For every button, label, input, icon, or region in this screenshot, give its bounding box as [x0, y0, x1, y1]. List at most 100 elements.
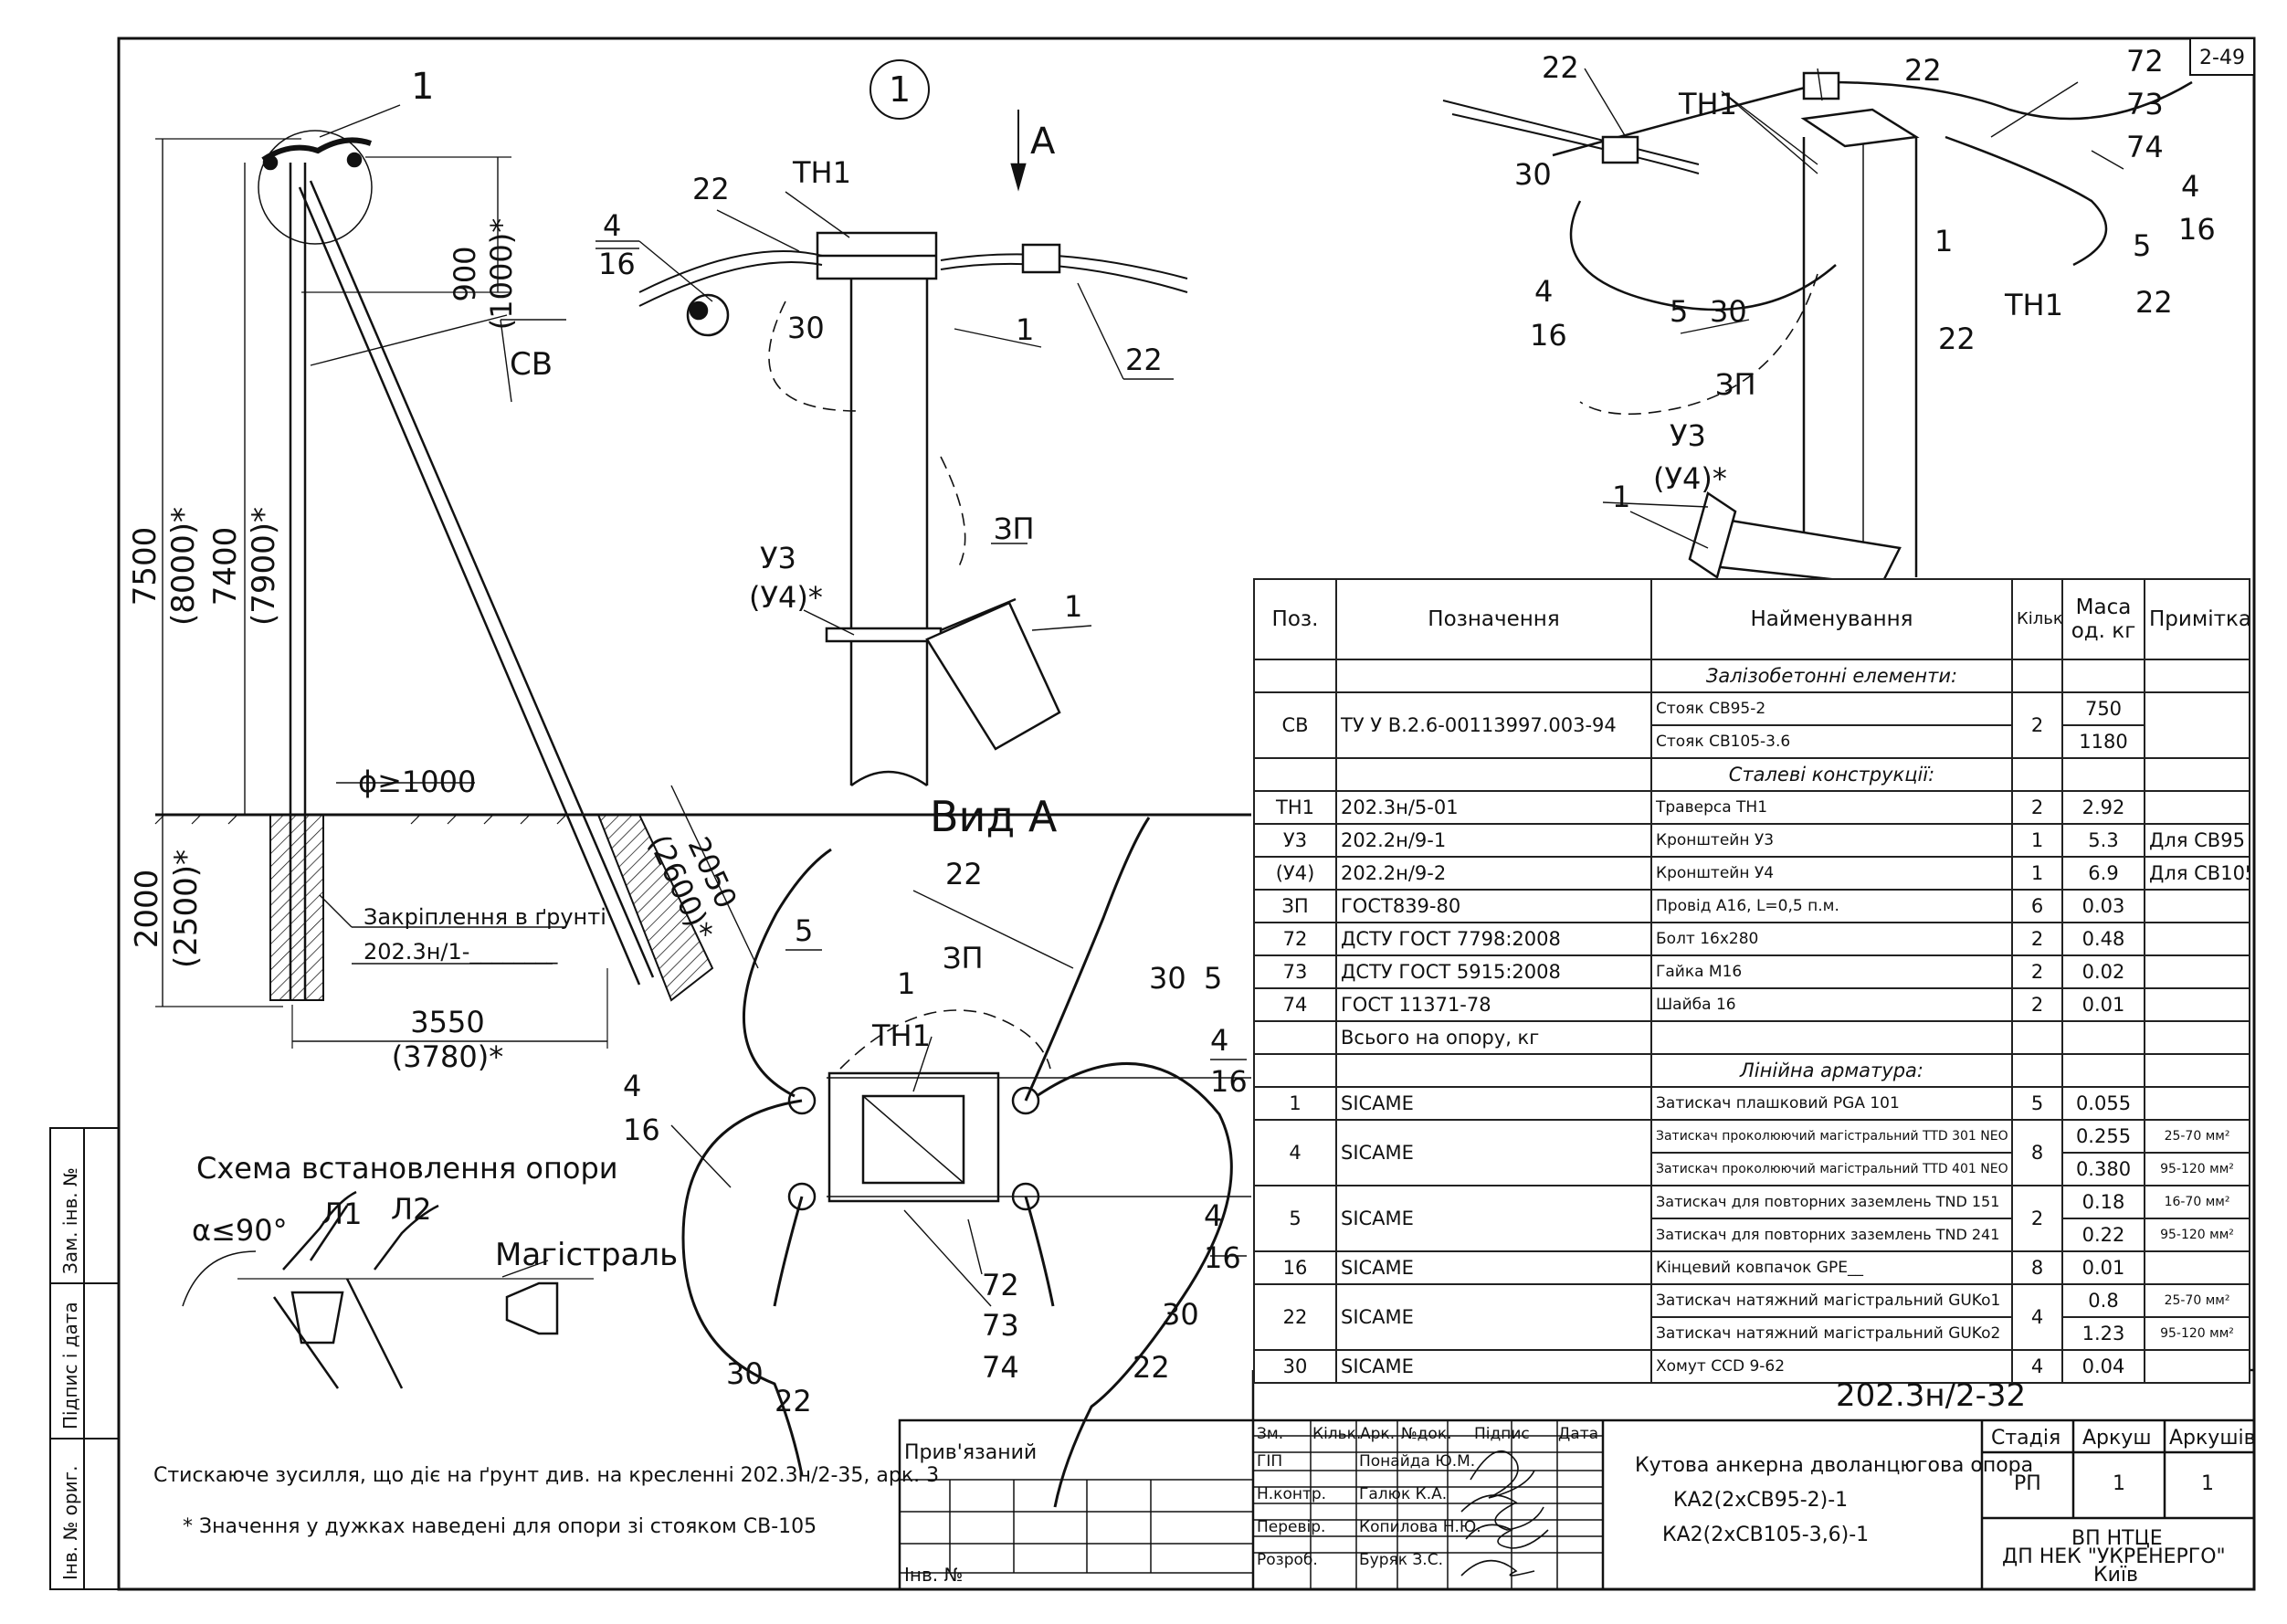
view-a-label: 30 [1149, 961, 1186, 996]
note-2: * Значення у дужках наведені для опори з… [183, 1515, 817, 1538]
note-1: Стискаюче зусилля, що діє на ґрунт див. … [153, 1464, 939, 1487]
view-a-labels: Вид А 22 5 ЗП 1 ТН1 30 5 4 16 4 16 4 16 … [623, 792, 1248, 1418]
view-a-label: 16 [623, 1113, 660, 1147]
sheet-tag: 2-49 [2199, 47, 2245, 69]
scheme-labels: Схема встановлення опори α≤90° Л1 Л2 Маг… [192, 1151, 678, 1273]
iso-label: 74 [2126, 130, 2164, 164]
view-a-label: 22 [775, 1384, 812, 1418]
sheet-tag-box [2189, 37, 2255, 76]
view-a-label: 74 [982, 1350, 1019, 1385]
detail-label: (У4)* [749, 580, 823, 615]
iso-label: 16 [2178, 212, 2216, 247]
sheet-value: 1 [2113, 1472, 2125, 1495]
side-stamp-row3: Інв. № ориг. [59, 1466, 81, 1580]
iso-label: 30 [1514, 157, 1552, 192]
stage-value: РП [2014, 1472, 2041, 1495]
iso-label: У3 [1670, 418, 1706, 453]
inv-no-label: Інв. № [904, 1564, 964, 1586]
detail-label: 16 [598, 247, 636, 281]
main-callout-1: 1 [411, 66, 434, 108]
spec-section: Залізобетонні елементи: [1253, 659, 2250, 693]
specification-table: Поз. Позначення Найменування Кільк. Маса… [1253, 578, 2250, 1384]
iso-label: 22 [2135, 285, 2173, 320]
view-a-label: 16 [1210, 1064, 1248, 1099]
iso-label: (У4)* [1653, 461, 1727, 496]
dim-top: 900 [448, 246, 482, 301]
signature-scribbles [1460, 1450, 1549, 1577]
detail-arrow-label: A [1030, 121, 1056, 163]
iso-label: 1 [1934, 224, 1953, 258]
dim-height-2-alt: (7900)* [246, 507, 282, 626]
iso-label: 22 [1542, 50, 1579, 85]
rev-header: Дата [1558, 1425, 1599, 1443]
iso-label: 5 [2133, 228, 2151, 263]
iso-label: ТН1 [2004, 288, 2063, 322]
installation-scheme [182, 1190, 594, 1389]
side-stamp-labels: Зам. інв. № Підпис і дата Інв. № ориг. [59, 1167, 81, 1580]
detail-label: У3 [760, 541, 796, 575]
notes: Стискаюче зусилля, що діє на ґрунт див. … [153, 1464, 939, 1538]
sheets-header: Аркушів [2169, 1427, 2256, 1450]
main-view-labels: 1 СВ ϕ≥1000 3550 (3780)* Закріплення в ґ… [127, 66, 743, 1074]
staff-name: Копилова Н.Ю. [1359, 1518, 1481, 1536]
drawing-name-3: КА2(2хСВ105-3,6)-1 [1662, 1524, 1870, 1546]
staff-role: Н.контр. [1257, 1485, 1327, 1503]
spec-section: Лінійна арматура: [1253, 1053, 2250, 1088]
view-a [670, 817, 1251, 1508]
drawing-name-1: Кутова анкерна дволанцюгова опора [1635, 1454, 2034, 1477]
sheet-header: Аркуш [2082, 1427, 2152, 1450]
table-row: Затискач проколюючий магістральний TTD 4… [1254, 1152, 2250, 1186]
detail-label: 1 [1016, 312, 1034, 347]
staff-role: Перевір. [1257, 1518, 1326, 1536]
detail-label: 22 [1125, 343, 1163, 377]
view-a-label: 30 [726, 1356, 764, 1391]
anchoring-ref: 202.3н/1-________ [364, 939, 558, 965]
table-row: Стояк СВ105-3.6 1180 [1254, 724, 2250, 759]
view-a-label: 4 [1204, 1198, 1222, 1233]
view-a-label: 1 [897, 966, 915, 1001]
iso-label: 4 [2181, 169, 2199, 204]
detail-circle-label: 1 [889, 69, 911, 110]
table-row: Затискач для повторних заземлень TND 241… [1254, 1218, 2250, 1252]
detail-label: 4 [603, 208, 621, 243]
drawing-name-2: КА2(2хСВ95-2)-1 [1673, 1489, 1849, 1512]
detail-view-labels: 1 A 22 ТН1 4 16 30 1 22 ЗП У3 (У4)* 1 [595, 69, 1163, 624]
org-line-1: ВП НТЦЕ [2071, 1527, 2163, 1550]
iso-label: 4 [1534, 274, 1553, 309]
view-a-label: 73 [982, 1308, 1019, 1343]
spec-header-row: Поз. Позначення Найменування Кільк. Маса… [1253, 578, 2250, 660]
iso-view-labels: 22 22 ТН1 72 73 74 30 4 16 5 1 5 30 4 16… [1514, 44, 2216, 514]
view-a-label: 5 [795, 913, 813, 948]
iso-label: 5 [1670, 294, 1688, 329]
scheme-l2: Л2 [391, 1192, 431, 1227]
view-a-label: 16 [1204, 1240, 1241, 1275]
spec-header: Позначення [1335, 578, 1652, 660]
spec-header: Поз. [1253, 578, 1337, 660]
scheme-angle: α≤90° [192, 1213, 288, 1248]
view-a-label: 22 [1133, 1350, 1170, 1385]
view-a-label: 72 [982, 1268, 1019, 1302]
side-stamp-row1: Зам. інв. № [59, 1167, 81, 1274]
org-line-2: ДП НЕК "УКРЕНЕРГО" [2002, 1545, 2226, 1568]
dim-base-alt: (3780)* [392, 1039, 503, 1074]
spec-header: Кільк. [2011, 578, 2063, 660]
sheets-value: 1 [2201, 1472, 2214, 1495]
iso-label: 1 [1612, 480, 1630, 514]
iso-label: 73 [2126, 87, 2164, 121]
detail-label: ТН1 [792, 155, 851, 190]
view-a-label: 30 [1162, 1297, 1199, 1332]
detail-view-1 [595, 59, 1188, 787]
